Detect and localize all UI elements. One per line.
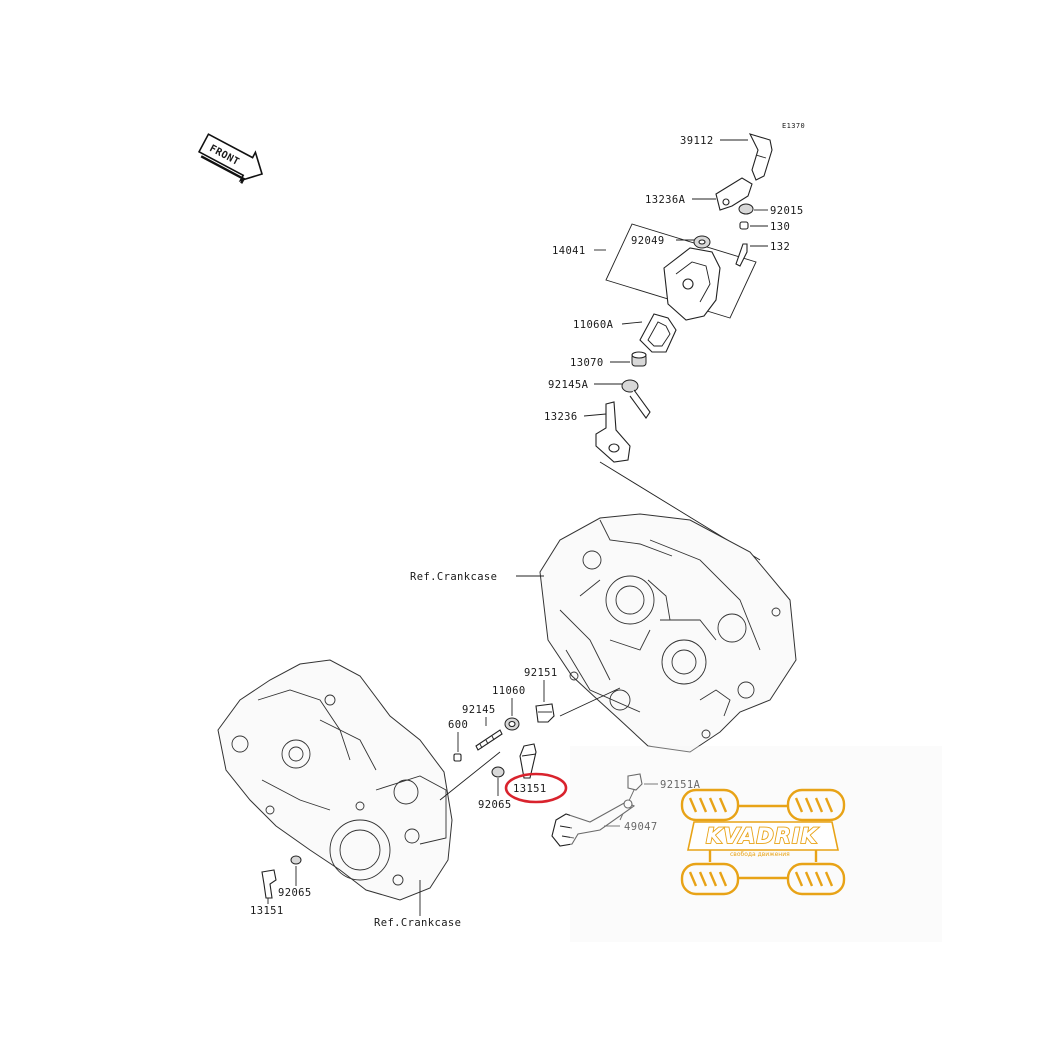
part-11060a: 11060A <box>573 313 677 353</box>
part-11060: 11060 <box>492 685 526 731</box>
part-label-39112: 39112 <box>680 135 714 147</box>
part-label-600: 600 <box>448 719 468 731</box>
part-label-13151-highlighted: 13151 <box>513 783 547 795</box>
highlight-ring <box>504 772 568 804</box>
part-label-92065-bottom: 92065 <box>278 887 312 899</box>
tyre-icon <box>680 788 846 896</box>
part-label-92151a: 92151A <box>660 779 701 791</box>
front-arrow-icon: FRONT <box>197 133 264 184</box>
part-label-130: 130 <box>770 221 790 233</box>
part-13151-bottom: 13151 <box>250 869 284 917</box>
part-label-92015: 92015 <box>770 205 804 217</box>
part-600: 600 <box>448 719 468 762</box>
part-label-13151-bottom: 13151 <box>250 905 284 917</box>
part-label-92145a: 92145A <box>548 379 589 391</box>
ref-crankcase-upper-label: Ref.Crankcase <box>410 571 497 583</box>
part-13236: 13236 <box>544 401 631 463</box>
part-label-13236: 13236 <box>544 411 578 423</box>
part-label-11060: 11060 <box>492 685 526 697</box>
part-132: 132 <box>735 241 790 267</box>
diagram-code: E1370 <box>782 122 805 130</box>
part-92065-bottom: 92065 <box>278 855 312 899</box>
part-label-49047: 49047 <box>624 821 658 833</box>
part-label-13236a: 13236A <box>645 194 686 206</box>
part-13070: 13070 <box>570 351 647 369</box>
ref-crankcase-lower-label: Ref.Crankcase <box>374 917 461 929</box>
part-label-11060a: 11060A <box>573 319 614 331</box>
part-13151-highlighted: 13151 <box>504 743 568 804</box>
part-92015: 92015 <box>738 203 804 217</box>
crankcase-lower <box>217 659 453 901</box>
part-label-132: 132 <box>770 241 790 253</box>
watermark-tagline: свобода движения <box>730 851 790 858</box>
part-92145a: 92145A <box>548 379 651 419</box>
part-49047: 49047 <box>551 799 658 847</box>
part-label-13070: 13070 <box>570 357 604 369</box>
part-label-92049: 92049 <box>631 235 665 247</box>
ref-crankcase-upper: Ref.Crankcase <box>410 571 544 583</box>
part-label-14041: 14041 <box>552 245 586 257</box>
part-92065-middle: 92065 <box>478 766 512 811</box>
crankcase-upper <box>539 513 797 753</box>
part-label-92145: 92145 <box>462 704 496 716</box>
part-92151a: 92151A <box>619 773 701 821</box>
part-92151: 92151 <box>524 667 558 723</box>
part-92049: 92049 <box>631 235 711 249</box>
part-13236a: 13236A <box>645 177 753 211</box>
kvadrik-watermark: KVADRIK свобода движения <box>570 746 942 942</box>
watermark-brand: KVADRIK <box>706 824 819 848</box>
part-14041: 14041 <box>552 223 757 321</box>
part-label-92151: 92151 <box>524 667 558 679</box>
ref-crankcase-lower: Ref.Crankcase <box>374 880 461 929</box>
part-92145: 92145 <box>462 704 503 751</box>
part-130: 130 <box>739 221 790 233</box>
part-39112: 39112 <box>680 133 773 181</box>
part-label-92065-middle: 92065 <box>478 799 512 811</box>
